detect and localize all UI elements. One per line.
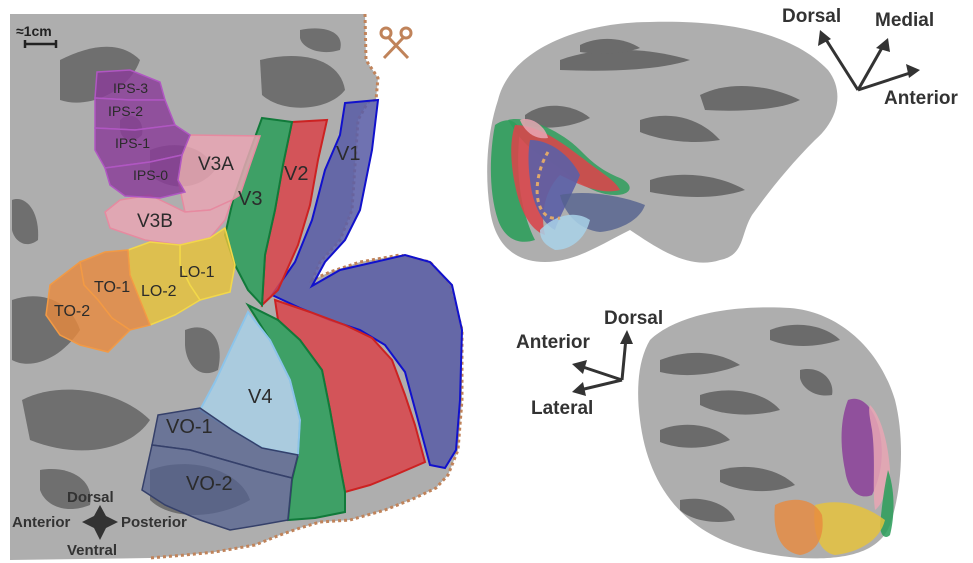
- label-lo1: LO-1: [179, 264, 215, 281]
- lateral-anterior-label: Anterior: [516, 332, 591, 353]
- scale-bar: ≈1cm: [16, 23, 58, 48]
- flatmap-compass: Dorsal Anterior Posterior Ventral: [12, 489, 187, 559]
- lateral-sulci: [660, 324, 840, 522]
- label-lo2: LO-2: [141, 283, 177, 300]
- label-v3a: V3A: [198, 154, 234, 175]
- medial-anterior-label: Anterior: [884, 88, 959, 109]
- flatmap: V1 V2 V3 V3A V3B V4 LO-1 LO-2 TO-1 TO-2 …: [10, 13, 464, 560]
- lateral-v3a-patch: [869, 405, 890, 510]
- scissors-icon: [379, 26, 413, 60]
- label-v4: V4: [248, 386, 272, 408]
- region-to2: [45, 260, 132, 353]
- medial-dorsal-label: Dorsal: [782, 6, 841, 27]
- region-ips0: [104, 154, 187, 199]
- flatmap-dorsal-label: Dorsal: [67, 489, 114, 506]
- medial-v4-patch: [540, 214, 590, 250]
- scale-bar-line: [23, 40, 58, 48]
- scale-bar-label: ≈1cm: [16, 23, 52, 39]
- lateral-brain-view: Dorsal Anterior Lateral: [516, 307, 902, 559]
- lateral-dorsal-label: Dorsal: [604, 308, 663, 329]
- lateral-to-patch: [774, 499, 823, 555]
- label-vo1: VO-1: [166, 416, 213, 438]
- region-vo2: [141, 444, 293, 531]
- lateral-lo-patch: [814, 502, 885, 555]
- medial-calcarine-line: [535, 151, 561, 220]
- label-ips0: IPS-0: [133, 167, 168, 183]
- flatmap-ventral-label: Ventral: [67, 542, 117, 559]
- label-ips2: IPS-2: [108, 103, 143, 119]
- medial-brain-view: Dorsal Medial Anterior: [487, 6, 959, 263]
- label-v3: V3: [238, 188, 262, 210]
- label-to1: TO-1: [94, 279, 130, 296]
- label-v3b: V3B: [137, 211, 173, 232]
- medial-v3a-patch: [520, 119, 548, 139]
- label-ips1: IPS-1: [115, 135, 150, 151]
- label-ips3: IPS-3: [113, 80, 148, 96]
- label-v2: V2: [284, 163, 308, 185]
- medial-sulci: [525, 38, 800, 197]
- flatmap-anterior-label: Anterior: [12, 514, 71, 531]
- compass-rose-icon: [82, 505, 118, 540]
- medial-axes: [818, 30, 920, 92]
- medial-medial-label: Medial: [875, 10, 934, 31]
- lateral-axes: [572, 330, 633, 396]
- region-v3b: [104, 194, 234, 246]
- label-to2: TO-2: [54, 303, 90, 320]
- label-v1: V1: [336, 143, 360, 165]
- lateral-lateral-label: Lateral: [531, 398, 593, 419]
- label-vo2: VO-2: [186, 473, 233, 495]
- flatmap-posterior-label: Posterior: [121, 514, 187, 531]
